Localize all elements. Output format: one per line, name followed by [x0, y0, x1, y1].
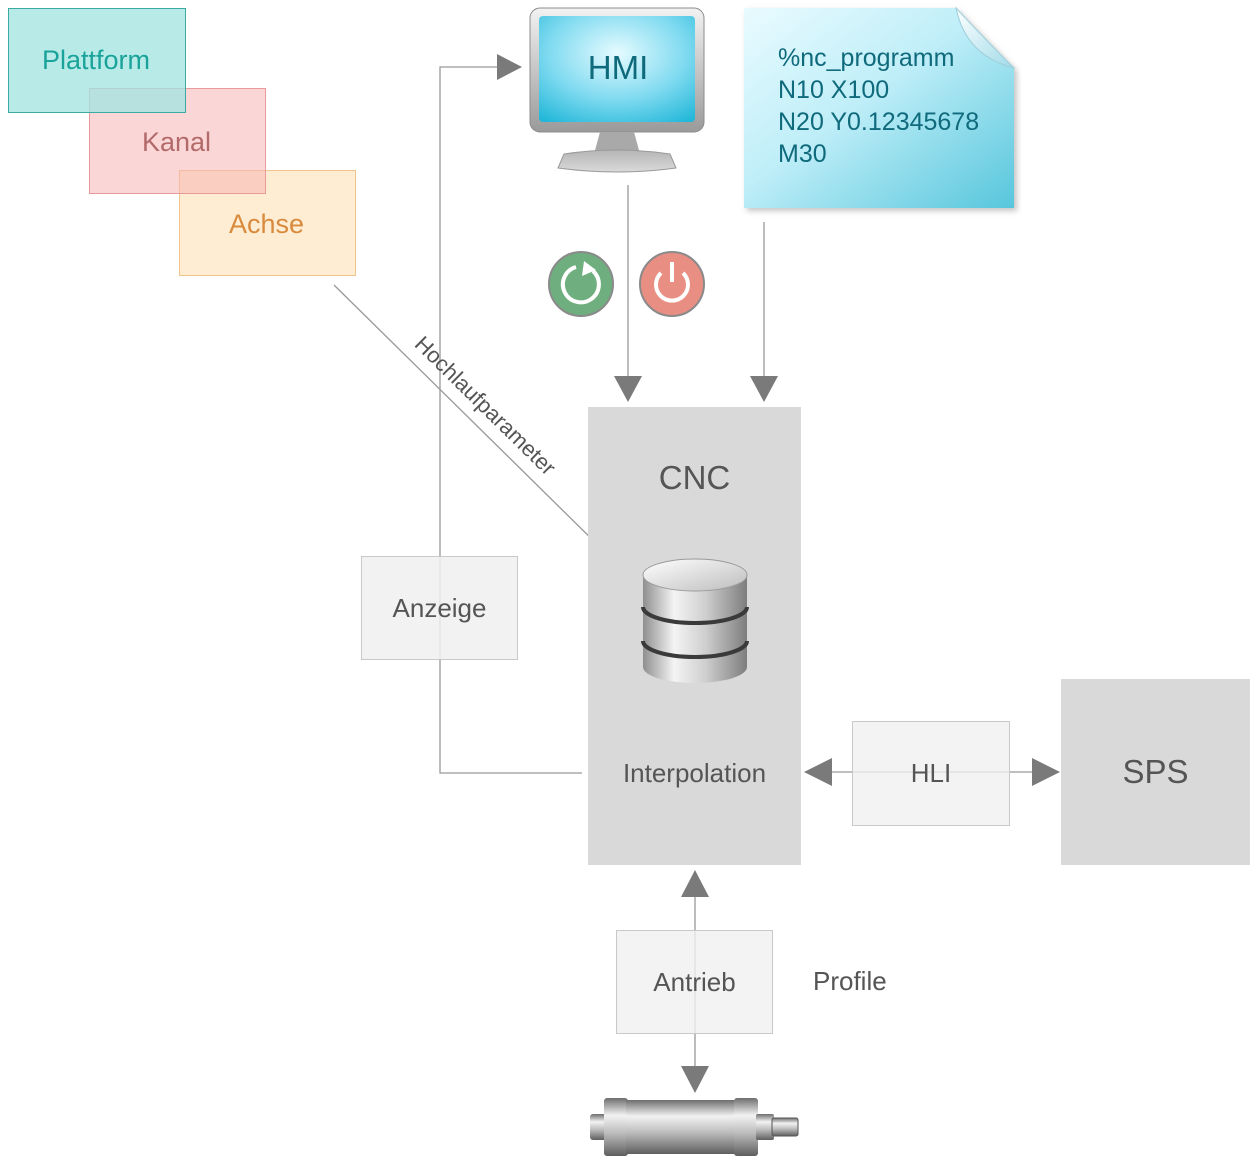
- arrow-antrieb-down: [681, 1066, 709, 1093]
- sps-box: SPS: [1061, 679, 1250, 865]
- plattform-box: [8, 8, 186, 113]
- arrow-antrieb-up: [681, 870, 709, 897]
- monitor-icon: [529, 7, 705, 173]
- restart-icon: [548, 251, 614, 317]
- anzeige-box: Anzeige: [361, 556, 518, 660]
- nc-program-sheet: [744, 6, 1016, 208]
- database-icon: [641, 558, 749, 683]
- achse-label: Achse: [228, 208, 305, 239]
- arrow-hli-left: [804, 758, 832, 786]
- nc-program-line-1: %nc_programm: [778, 44, 955, 72]
- antrieb-box: Antrieb: [616, 930, 773, 1034]
- arrow-program-cnc: [750, 376, 778, 402]
- anzeige-feedback-line: [439, 66, 582, 774]
- arrow-to-hmi: [497, 54, 522, 80]
- nc-program-line-2: N10 X100: [778, 76, 890, 104]
- cnc-title: CNC: [658, 459, 731, 496]
- nc-program-line-4: M30: [778, 140, 827, 168]
- arrow-hli-right: [1032, 758, 1060, 786]
- arrow-hmi-cnc: [614, 376, 642, 402]
- kanal-label: Kanal: [141, 126, 212, 157]
- power-icon: [639, 251, 705, 317]
- hmi-label: HMI: [587, 49, 649, 86]
- hochlauf-line: [333, 284, 609, 556]
- nc-program-line-3: N20 Y0.12345678: [778, 108, 980, 136]
- interpolation-label: Interpolation: [622, 757, 767, 788]
- profile-label: Profile: [813, 966, 887, 996]
- plattform-label: Plattform: [41, 44, 151, 75]
- motor-icon: [590, 1098, 799, 1156]
- hli-box: HLI: [852, 721, 1010, 826]
